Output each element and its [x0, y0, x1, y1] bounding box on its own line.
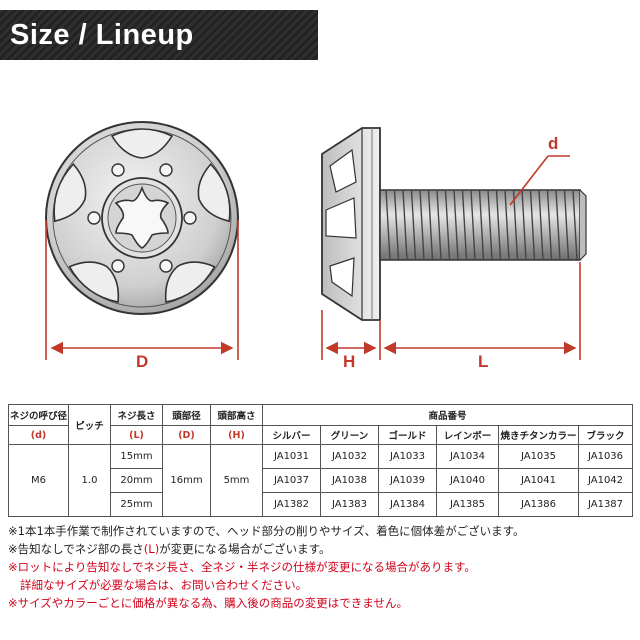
thread-ridge — [461, 189, 468, 261]
thread-ridge — [572, 189, 578, 261]
th-pitch: ピッチ — [68, 404, 111, 445]
note-length-change-pre: ※告知なしでネジ部の長さ — [8, 542, 144, 556]
cell-head-height: 5mm — [210, 444, 263, 517]
th-color-gold: ゴールド — [378, 425, 437, 445]
cell-thread: M6 — [8, 444, 69, 517]
note-length-change-post: が変更になる場合がございます。 — [159, 542, 331, 556]
cell-code: JA1039 — [378, 468, 437, 493]
thread-ridge — [444, 189, 451, 261]
note-contact: 詳細なサイズが必要な場合は、お問い合わせください。 — [20, 578, 308, 592]
cell-code: JA1031 — [262, 444, 321, 469]
thread-ridge — [555, 189, 561, 261]
cell-code: JA1384 — [378, 492, 437, 517]
dimension-label-L: L — [478, 352, 489, 371]
dimension-label-H: H — [343, 352, 356, 371]
table-row: 20mm JA1037 JA1038 JA1039 JA1040 JA1041 … — [9, 468, 634, 493]
cell-code: JA1032 — [320, 444, 379, 469]
th-color-burnt-titanium: 焼きチタンカラー — [498, 425, 579, 445]
cell-length: 20mm — [110, 468, 163, 493]
cell-code: JA1034 — [436, 444, 499, 469]
th-head-dia-symbol: (D) — [162, 425, 211, 445]
cell-code: JA1387 — [577, 492, 634, 517]
thread-ridge — [529, 189, 536, 261]
cell-head-dia: 16mm — [162, 444, 211, 517]
th-head-dia: 頭部径 — [162, 404, 211, 426]
notes: ※1本1本手作業で制作されていますので、ヘッド部分の削りやサイズ、着色に個体差が… — [8, 522, 632, 612]
cell-length: 25mm — [110, 492, 163, 517]
th-thread: ネジの呼び径 — [8, 404, 69, 426]
th-head-height: 頭部高さ — [210, 404, 263, 426]
cell-code: JA1037 — [262, 468, 321, 493]
cell-code: JA1035 — [498, 444, 579, 469]
thread-ridge — [470, 189, 476, 261]
cell-code: JA1042 — [577, 468, 634, 493]
cell-code: JA1382 — [262, 492, 321, 517]
note-no-exchange: ※サイズやカラーごとに価格が異なる為、購入後の商品の変更はできません。 — [8, 596, 408, 610]
cell-code: JA1036 — [577, 444, 634, 469]
cell-length: 15mm — [110, 444, 163, 469]
th-length-symbol: (L) — [110, 425, 163, 445]
thread-ridge — [512, 189, 519, 261]
cell-code: JA1385 — [436, 492, 499, 517]
cell-code: JA1040 — [436, 468, 499, 493]
thread-ridge — [436, 189, 442, 261]
cell-code: JA1033 — [378, 444, 437, 469]
thread-ridge — [410, 189, 417, 261]
thread-ridge — [504, 189, 510, 261]
bolt-drawing — [45, 121, 587, 360]
thread-ridge — [546, 189, 553, 261]
note-length-change: ※告知なしでネジ部の長さ(L)が変更になる場合がございます。 — [8, 540, 632, 558]
thread-ridge — [427, 189, 434, 261]
thread-ridge — [402, 189, 408, 261]
bolt-head-top-view — [45, 121, 239, 315]
th-color-rainbow: レインボー — [436, 425, 499, 445]
th-color-silver: シルバー — [262, 425, 321, 445]
cell-code: JA1386 — [498, 492, 579, 517]
bolt-side-view — [321, 127, 587, 321]
thread-ridge — [538, 189, 544, 261]
thread-ridge — [487, 189, 493, 261]
thread-ridge — [385, 189, 391, 261]
th-color-black: ブラック — [577, 425, 634, 445]
thread-ridge — [521, 189, 527, 261]
note-lot-change: ※ロットにより告知なしでネジ長さ、全ネジ・半ネジの仕様が変更になる場合があります… — [8, 560, 476, 574]
dimension-label-D: D — [136, 352, 149, 371]
cell-pitch: 1.0 — [68, 444, 111, 517]
dimension-label-d: d — [548, 134, 559, 153]
table-row: 25mm JA1382 JA1383 JA1384 JA1385 JA1386 … — [9, 492, 634, 517]
cell-code: JA1041 — [498, 468, 579, 493]
torx-socket-icon — [114, 185, 170, 249]
table-row: M6 1.0 15mm 16mm 5mm JA1031 JA1032 JA103… — [8, 444, 634, 517]
header-banner-pattern — [0, 10, 318, 60]
spec-table: ネジの呼び径 ピッチ ネジ長さ 頭部径 頭部高さ 商品番号 (d) (L) (D… — [8, 404, 634, 517]
th-length: ネジ長さ — [110, 404, 163, 426]
thread-ridge — [478, 189, 485, 261]
th-thread-symbol: (d) — [8, 425, 69, 445]
cell-code: JA1383 — [320, 492, 379, 517]
th-head-height-symbol: (H) — [210, 425, 263, 445]
page-title: Size / Lineup — [10, 19, 194, 51]
thread-ridge — [393, 189, 400, 261]
thread-ridge — [495, 189, 502, 261]
th-product-code: 商品番号 — [261, 404, 634, 426]
thread-ridge — [453, 189, 459, 261]
thread-ridge — [563, 189, 570, 261]
thread-ridge — [419, 189, 425, 261]
dimension-lines — [45, 220, 581, 360]
note-handmade: ※1本1本手作業で制作されていますので、ヘッド部分の削りやサイズ、着色に個体差が… — [8, 524, 525, 538]
note-length-symbol: (L) — [143, 542, 160, 556]
th-color-green: グリーン — [320, 425, 379, 445]
cell-code: JA1038 — [320, 468, 379, 493]
